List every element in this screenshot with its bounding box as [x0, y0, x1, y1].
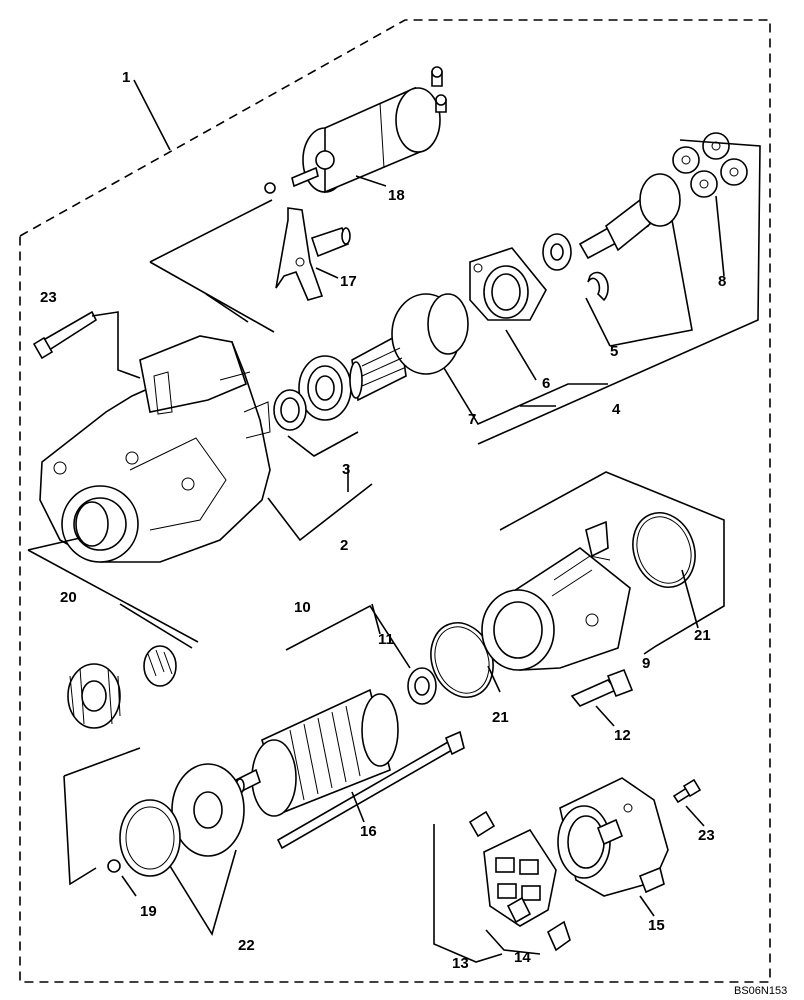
part-20-pinion-gear [67, 645, 177, 729]
callout-20: 20 [60, 589, 77, 606]
part-22-end-plate [119, 763, 245, 877]
callout-15: 15 [648, 917, 665, 934]
callout-5: 5 [610, 343, 618, 360]
part-7-clutch [349, 293, 469, 402]
part-9-yoke [481, 520, 631, 671]
callout-2: 2 [340, 537, 348, 554]
callout-17: 17 [340, 273, 357, 290]
reference-code: BS06N153 [734, 985, 787, 997]
part-2-front-housing [39, 335, 271, 563]
part-18-solenoid [264, 66, 447, 194]
part-13-brush-holder [468, 810, 557, 927]
part-5-washer-clip [542, 233, 609, 302]
assembly-boundary [19, 19, 771, 983]
part-11-bearing [407, 667, 437, 705]
part-17-shift-lever [275, 207, 351, 301]
part-3-bearing [273, 355, 352, 431]
callout-8: 8 [718, 273, 726, 290]
callout-14: 14 [514, 949, 531, 966]
callout-23-upper: 23 [40, 289, 57, 306]
part-16-through-bolt [276, 730, 465, 850]
part-15-rear-cover [557, 777, 669, 897]
callout-18: 18 [388, 187, 405, 204]
callout-12: 12 [614, 727, 631, 744]
callout-21-left: 21 [492, 709, 509, 726]
part-6-pinion-housing [469, 247, 547, 321]
callout-4: 4 [612, 401, 621, 418]
part-10-armature [235, 688, 399, 817]
callout-16: 16 [360, 823, 377, 840]
part-8-planetary-gears [578, 132, 748, 260]
callout-labels: 1 2 3 4 5 6 7 8 9 10 11 12 13 14 15 16 1… [40, 69, 787, 997]
callout-21-right: 21 [694, 627, 711, 644]
callout-11: 11 [378, 631, 394, 648]
callout-1: 1 [122, 69, 130, 86]
callout-9: 9 [642, 655, 650, 672]
callout-22: 22 [238, 937, 255, 954]
callout-7: 7 [468, 411, 476, 428]
part-23-bolt-upper [32, 310, 98, 360]
callout-13: 13 [452, 955, 469, 972]
leader-lines [27, 79, 761, 963]
callout-3: 3 [342, 461, 350, 478]
part-21-o-ring-right [632, 512, 696, 588]
callout-6: 6 [542, 375, 550, 392]
part-14-brush [546, 920, 571, 952]
part-12-brush [570, 668, 634, 707]
part-19-ball [107, 859, 121, 873]
part-23-screw-lower [672, 778, 702, 804]
callout-10: 10 [294, 599, 311, 616]
callout-23-lower: 23 [698, 827, 715, 844]
callout-19: 19 [140, 903, 157, 920]
